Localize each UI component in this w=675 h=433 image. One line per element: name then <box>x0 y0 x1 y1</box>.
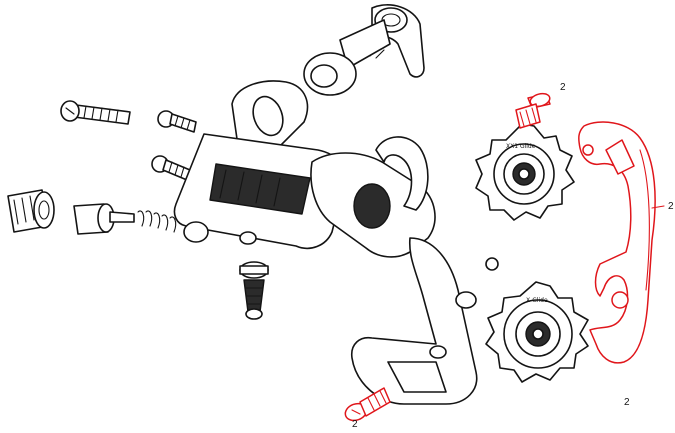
limit-screw-high <box>157 110 197 133</box>
limit-screw-long <box>60 100 131 125</box>
cage-inner-plate <box>350 237 499 405</box>
barrel-adjuster-assembly <box>7 189 177 235</box>
limit-screw-low <box>151 155 191 181</box>
lower-pulley-brand: X-Glide <box>526 297 548 304</box>
callout-bottom-bolt: 2 <box>352 419 358 430</box>
upper-pulley-brand: XX1 Glide <box>506 143 536 150</box>
lower-pulley: X-Glide <box>485 281 589 383</box>
outer-cage-plate <box>578 121 656 364</box>
callout-top-bolt: 2 <box>560 82 566 93</box>
pulley-bolt-top <box>515 92 551 129</box>
outer-plate-leader <box>651 205 665 209</box>
cable-anchor-bolt <box>239 261 269 320</box>
pulley-bolt-bottom <box>344 387 391 422</box>
callout-outer-plate: 2 <box>668 201 674 212</box>
pivot-bolt-assembly <box>303 4 425 96</box>
derailleur-body <box>173 80 436 258</box>
callout-cage-plate: 2 <box>624 397 630 408</box>
upper-pulley: XX1 Glide <box>475 123 575 221</box>
